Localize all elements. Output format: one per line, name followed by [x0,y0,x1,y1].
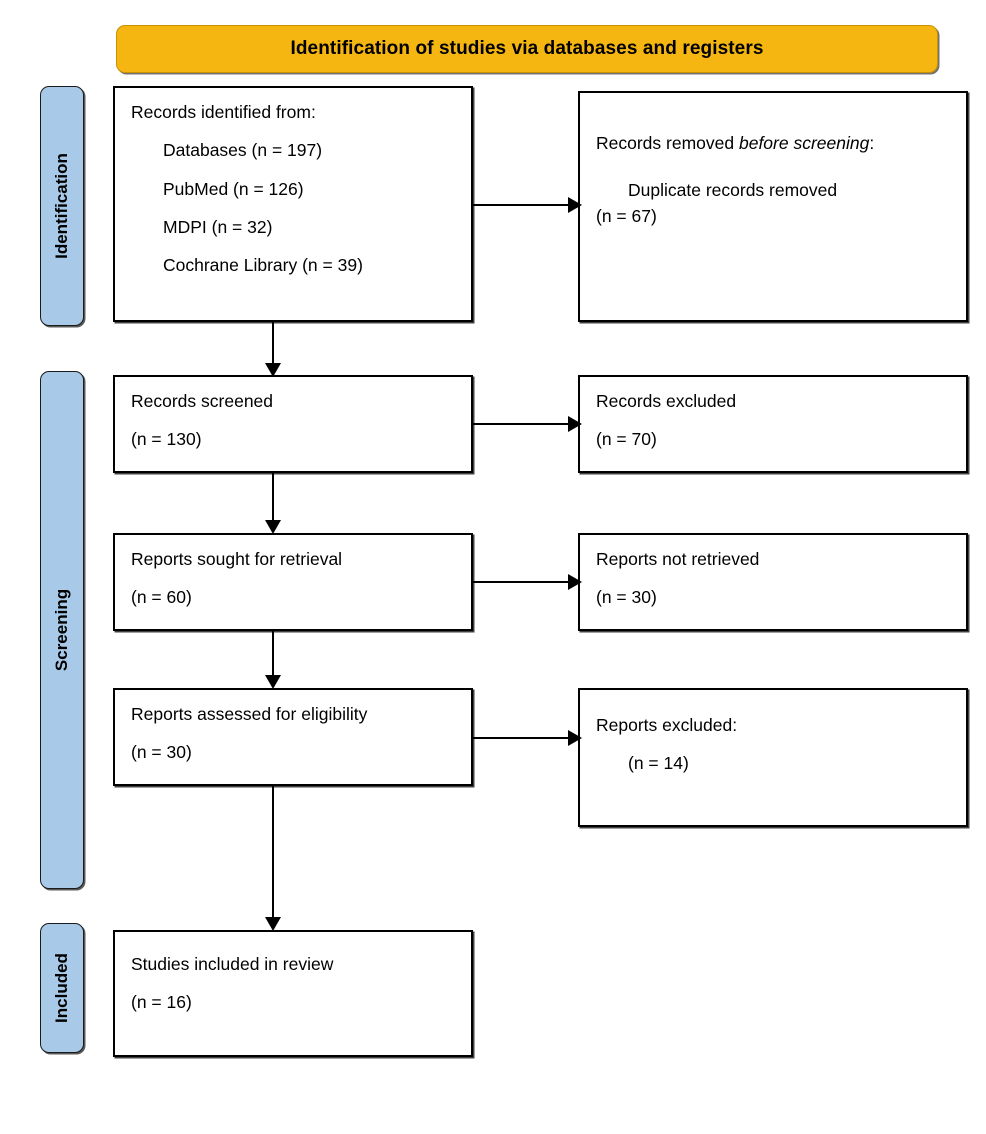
reports-not-retrieved-heading: Reports not retrieved [596,549,760,569]
stage-label-included-text: Included [52,953,71,1023]
reports-assessed-count: (n = 30) [131,742,192,763]
reports-sought-count: (n = 60) [131,587,192,608]
records-removed-heading: Records removed before screening: [596,133,896,154]
records-removed-item-count: (n = 67) [596,205,657,226]
identification-banner-label: Identification of studies via databases … [290,38,764,59]
records-removed-heading-emphasis: before screening [738,133,870,153]
box-records-removed: Records removed before screening: Duplic… [578,91,968,322]
arrow-screened-to-excluded [473,409,583,439]
stage-label-included: Included [40,923,84,1053]
records-excluded-count: (n = 70) [596,429,657,450]
records-identified-heading: Records identified from: [131,102,316,122]
studies-included-heading: Studies included in review [131,954,334,974]
arrow-identified-to-removed [473,190,583,220]
records-identified-item-databases: Databases (n = 197) [163,140,323,161]
arrow-sought-to-assessed [258,631,288,690]
arrow-assessed-to-excluded [473,723,583,753]
reports-excluded-count: (n = 14) [628,753,689,774]
records-removed-heading-post: : [869,133,875,153]
stage-label-identification: Identification [40,86,84,326]
stage-label-screening: Screening [40,371,84,889]
records-identified-item-mdpi: MDPI (n = 32) [163,217,273,238]
arrow-assessed-to-included [258,786,288,932]
reports-sought-heading: Reports sought for retrieval [131,549,343,569]
stage-label-identification-text: Identification [52,153,71,259]
reports-assessed-heading: Reports assessed for eligibility [131,704,368,724]
studies-included-count: (n = 16) [131,992,192,1013]
identification-banner: Identification of studies via databases … [116,25,938,73]
box-reports-sought: Reports sought for retrieval (n = 60) [113,533,473,631]
arrow-screened-to-sought [258,473,288,535]
records-identified-item-cochrane: Cochrane Library (n = 39) [163,255,363,276]
records-screened-heading: Records screened [131,391,274,411]
reports-not-retrieved-count: (n = 30) [596,587,657,608]
records-screened-count: (n = 130) [131,429,202,450]
stage-label-screening-text: Screening [52,588,71,672]
box-reports-excluded: Reports excluded: (n = 14) [578,688,968,827]
arrow-identified-to-screened [258,322,288,378]
reports-excluded-heading: Reports excluded: [596,715,738,735]
box-records-identified: Records identified from: Databases (n = … [113,86,473,322]
box-records-excluded: Records excluded (n = 70) [578,375,968,473]
box-records-screened: Records screened (n = 130) [113,375,473,473]
box-studies-included: Studies included in review (n = 16) [113,930,473,1057]
box-reports-assessed: Reports assessed for eligibility (n = 30… [113,688,473,786]
box-reports-not-retrieved: Reports not retrieved (n = 30) [578,533,968,631]
records-removed-heading-pre: Records removed [596,133,739,153]
records-identified-item-pubmed: PubMed (n = 126) [163,178,304,199]
records-excluded-heading: Records excluded [596,391,737,411]
arrow-sought-to-not-retrieved [473,567,583,597]
records-removed-item-duplicates: Duplicate records removed [628,180,838,201]
